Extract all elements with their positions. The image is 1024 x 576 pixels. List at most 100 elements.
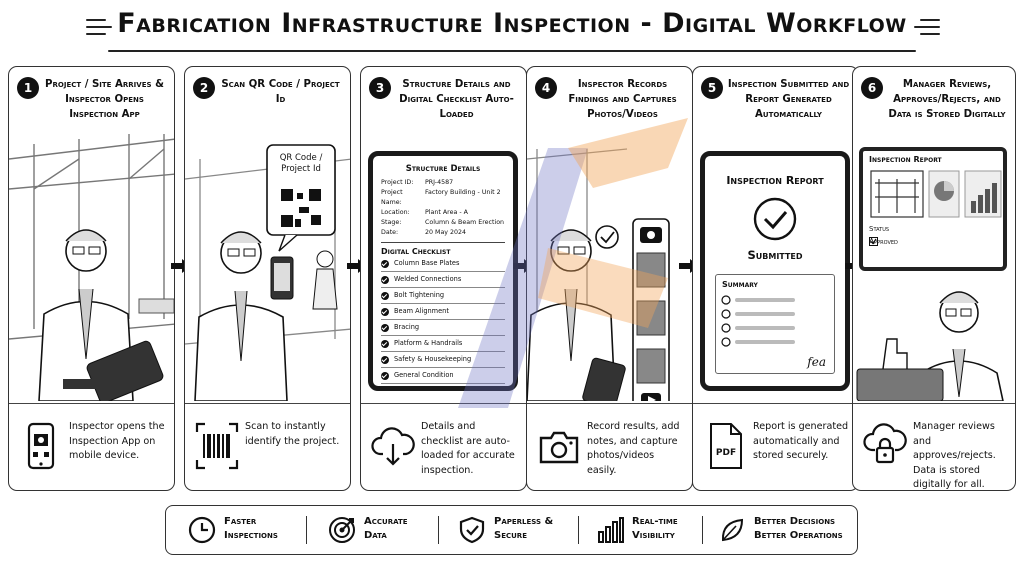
- step-number: 4: [535, 77, 557, 99]
- step-title: Inspector Records Findings and Captures …: [568, 79, 677, 120]
- field-key: Location:: [381, 209, 410, 216]
- benefit-separator: [702, 516, 704, 544]
- field-key: Date:: [381, 229, 399, 236]
- inspector-capturing-illustration: [527, 129, 692, 401]
- step-caption: Record results, add notes, and capture p…: [587, 421, 680, 476]
- checklist-item: Bracing: [381, 320, 505, 336]
- step-title: Inspection Submitted and Report Generate…: [727, 79, 850, 120]
- signature: fea: [807, 355, 826, 369]
- clock-icon: [188, 516, 216, 544]
- benefit-separator: [306, 516, 308, 544]
- status-badge: Approved: [869, 237, 898, 246]
- tablet-screen: Inspection Report Submitted Summary fea: [700, 151, 850, 391]
- benefit-separator: [438, 516, 440, 544]
- step-title: Manager Reviews, Approves/Rejects, and D…: [888, 79, 1006, 120]
- checklist: Column Base Plates Welded Connections Bo…: [381, 256, 505, 384]
- step-caption: Details and checklist are auto-loaded fo…: [421, 421, 515, 476]
- check-icon: [381, 307, 389, 316]
- step-caption: Scan to instantly identify the project.: [245, 421, 340, 447]
- check-icon: [381, 275, 389, 284]
- checklist-item: Bolt Tightening: [381, 288, 505, 304]
- title-banner: Fabrication Infrastructure Inspection - …: [0, 0, 1024, 58]
- mobile-app-icon: [19, 422, 63, 470]
- step-number: 6: [861, 77, 883, 99]
- title-underline: [108, 50, 916, 52]
- step-1-card: 1 Project / Site Arrives & Inspector Ope…: [8, 66, 175, 491]
- check-icon: [381, 291, 389, 300]
- title-accent-right: [914, 14, 940, 38]
- status-label: Status: [869, 225, 890, 233]
- step-2-card: 2 Scan QR Code / Project Id QR Code: [184, 66, 351, 491]
- checklist-item: Safety & Housekeeping: [381, 352, 505, 368]
- checklist-heading: Digital Checklist: [381, 247, 451, 256]
- manager-review-illustration: Inspection Report Status Approved: [853, 129, 1015, 401]
- field-value: Column & Beam Erection: [425, 219, 505, 226]
- check-icon: [381, 339, 389, 348]
- field-value: PRJ-4587: [425, 179, 454, 186]
- qr-code-label: QR Code / Project Id: [279, 153, 323, 174]
- structure-fields: Project ID:PRJ-4587 Project Name:Factory…: [381, 178, 505, 238]
- benefit-label: Paperless &Secure: [494, 516, 554, 541]
- manager-report-heading: Inspection Report: [869, 155, 942, 164]
- checklist-item: Beam Alignment: [381, 304, 505, 320]
- step-title: Project / Site Arrives & Inspector Opens…: [45, 79, 164, 120]
- checkbox-checked-icon: [869, 237, 878, 246]
- field-value: 20 May 2024: [425, 229, 467, 236]
- report-heading: Inspection Report: [726, 174, 824, 187]
- barcode-scan-icon: [195, 422, 239, 470]
- field-key: Project Name:: [381, 189, 403, 206]
- step-caption: Manager reviews and approves/rejects. Da…: [913, 421, 996, 490]
- report-status: Submitted: [747, 248, 803, 262]
- target-icon: [329, 517, 355, 543]
- checkmark-circle-icon: [753, 197, 797, 241]
- field-value: Plant Area - A: [425, 209, 468, 216]
- structure-details-heading: Structure Details: [405, 164, 481, 174]
- checklist-item: Column Base Plates: [381, 256, 505, 272]
- step-4-card: 4 Inspector Records Findings and Capture…: [526, 66, 693, 491]
- checklist-item: Welded Connections: [381, 272, 505, 288]
- scan-qr-illustration: QR Code / Project Id: [185, 129, 350, 401]
- step-title: Structure Details and Digital Checklist …: [399, 79, 514, 120]
- bar-chart-icon: [598, 517, 624, 543]
- tablet-screen: Structure Details Project ID: PRJ-4587 Pr…: [368, 151, 518, 391]
- field-key: Stage:: [381, 219, 402, 226]
- camera-icon: [537, 422, 581, 470]
- cloud-download-icon: [371, 422, 415, 470]
- pdf-label: PDF: [715, 448, 737, 458]
- inspector-with-tablet-illustration: [9, 129, 174, 401]
- shield-check-icon: [459, 516, 485, 544]
- page-title: Fabrication Infrastructure Inspection - …: [117, 8, 907, 39]
- summary-checklist-icon: [721, 295, 795, 347]
- cloud-lock-icon: [863, 422, 907, 470]
- leaf-icon: [721, 518, 744, 542]
- step-caption: Report is generated automatically and st…: [753, 421, 849, 461]
- check-icon: [381, 323, 389, 332]
- step-caption: Inspector opens the Inspection App on mo…: [69, 421, 165, 461]
- step-number: 1: [17, 77, 39, 99]
- benefit-separator: [578, 516, 580, 544]
- step-3-card: 3 Structure Details and Digital Checklis…: [360, 66, 527, 491]
- check-icon: [381, 371, 389, 380]
- manager-monitor: Inspection Report Status Approved: [859, 147, 1007, 271]
- checklist-item: Platform & Handrails: [381, 336, 505, 352]
- title-accent-left: [86, 14, 112, 38]
- structure-details-tablet: Structure Details Project ID: PRJ-4587 Pr…: [361, 129, 526, 401]
- step-number: 2: [193, 77, 215, 99]
- step-5-card: 5 Inspection Submitted and Report Genera…: [692, 66, 859, 491]
- checklist-item: General Condition: [381, 368, 505, 384]
- step-6-card: 6 Manager Reviews, Approves/Rejects, and…: [852, 66, 1016, 491]
- manager-figure: [856, 291, 1004, 401]
- step-number: 5: [701, 77, 723, 99]
- check-icon: [381, 259, 389, 268]
- step-title: Scan QR Code / Project Id: [221, 79, 340, 105]
- report-thumbnails-icon: [870, 170, 1002, 218]
- summary-box: Summary fea: [715, 274, 835, 374]
- field-key: Project ID:: [381, 179, 414, 186]
- check-icon: [381, 355, 389, 364]
- pdf-file-icon: PDF: [703, 422, 747, 470]
